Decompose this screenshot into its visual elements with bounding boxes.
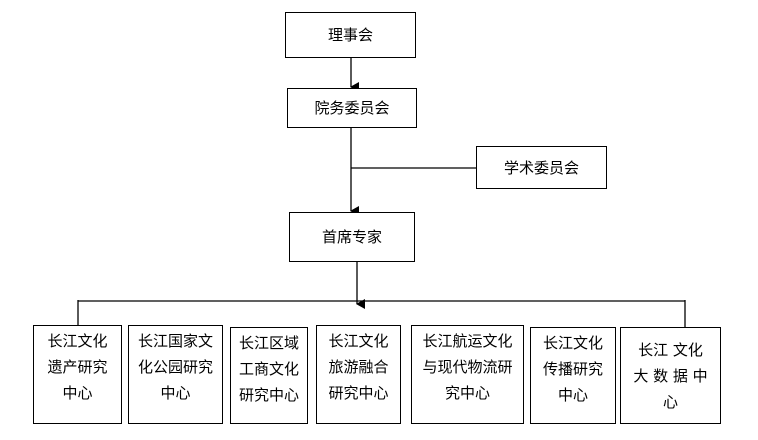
center-heritage-line-2: 遗产研究 [47,358,108,376]
center-big-data-line-1: 长江 文化 [638,340,703,359]
center-big-data-line-2: 大 数 据 中 [633,366,708,385]
center-big-data-box: 长江 文化 大 数 据 中 心 [620,327,721,424]
center-regional-commerce-box: 长江区域 工商文化 研究中心 [230,327,308,424]
center-communication-line-3: 中心 [557,386,588,404]
center-national-park-box: 长江国家文 化公园研究 中心 [128,325,223,424]
center-heritage-line-3: 中心 [62,384,93,402]
chief-expert-label: 首席专家 [321,228,382,246]
academic-committee-label: 学术委员会 [503,158,579,177]
center-national-park-line-2: 化公园研究 [137,358,213,376]
center-communication-line-2: 传播研究 [542,360,603,378]
institute-council-label: 院务委员会 [314,99,390,117]
center-heritage-line-1: 长江文化 [47,332,108,350]
center-regional-commerce-line-1: 长江区域 [238,334,299,352]
center-shipping-logistics-line-3: 究中心 [444,384,490,402]
center-regional-commerce-line-3: 研究中心 [238,386,299,404]
board-of-directors-label: 理事会 [327,26,373,44]
center-tourism-line-1: 长江文化 [328,332,389,350]
center-communication-box: 长江文化 传播研究 中心 [530,327,616,424]
center-big-data-line-3: 心 [662,392,678,411]
center-heritage-box: 长江文化 遗产研究 中心 [33,325,122,424]
academic-committee-box: 学术委员会 [476,146,607,189]
center-shipping-logistics-line-2: 与现代物流研 [422,358,513,376]
center-tourism-box: 长江文化 旅游融合 研究中心 [316,325,401,424]
center-shipping-logistics-box: 长江航运文化 与现代物流研 究中心 [411,325,524,424]
board-of-directors-box: 理事会 [285,12,416,58]
institute-council-box: 院务委员会 [287,88,417,128]
center-national-park-line-3: 中心 [160,384,191,402]
center-tourism-line-3: 研究中心 [328,384,389,402]
center-national-park-line-1: 长江国家文 [137,332,213,350]
center-communication-line-1: 长江文化 [542,334,603,352]
center-tourism-line-2: 旅游融合 [328,358,389,376]
center-shipping-logistics-line-1: 长江航运文化 [422,332,513,350]
center-regional-commerce-line-2: 工商文化 [238,360,299,378]
chief-expert-box: 首席专家 [289,212,415,262]
